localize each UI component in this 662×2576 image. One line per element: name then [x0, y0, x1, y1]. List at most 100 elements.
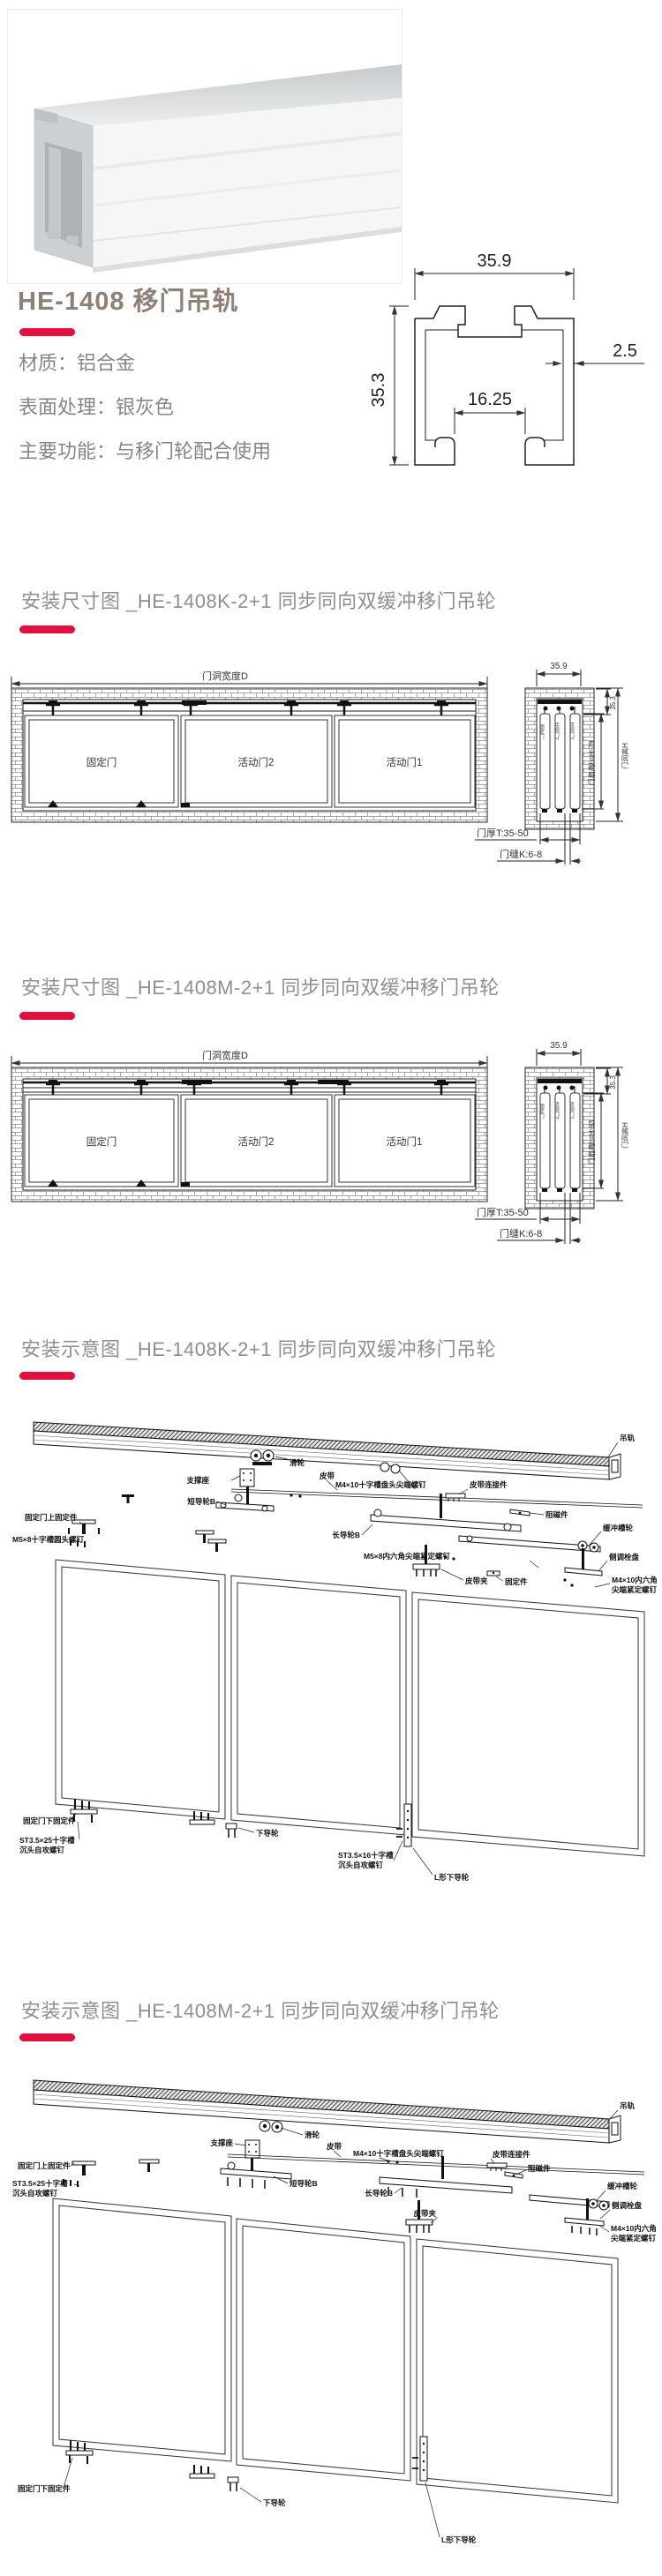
track-h-label: 35.3 [609, 1075, 617, 1090]
callout-belt-link: 皮带连接件 [469, 1480, 508, 1489]
callout-belt: 皮带 [319, 1471, 335, 1480]
callout-fixer: 固定件 [505, 1577, 528, 1586]
opening-width-label: 门洞宽度D [202, 670, 248, 682]
aluminum-track-photo [34, 64, 402, 273]
door-gap-label: 门缝K:6-8 [500, 1227, 542, 1239]
dim-slot-label: 16.25 [468, 390, 512, 409]
callout-bottom-guide: 下导轮 [263, 2498, 286, 2507]
callout-leaders [75, 1456, 611, 1588]
door-panels-3d [55, 1559, 645, 1857]
callout-buffer-pulley: 缓冲槽轮 [607, 2182, 638, 2190]
callout-support: 支撑座 [209, 2138, 233, 2147]
bottom-leaders [63, 2457, 440, 2538]
thickness-gap-dims [475, 813, 581, 865]
track-h-label: 35.3 [609, 696, 617, 710]
slab-active1-label: 活动门1 [568, 1101, 575, 1120]
opening-width-label: 门洞宽度D [202, 1049, 248, 1061]
callout-leaders [68, 2127, 611, 2233]
callout-st25-2: 沉头自攻螺钉 [19, 1846, 65, 1854]
callout-fixed-bottom: 固定门下固定件 [18, 2484, 71, 2493]
hardware-parts [63, 2120, 645, 2235]
track-beam [33, 2079, 621, 2144]
section-title-exp-k: 安装示意图 _HE-1408K-2+1 同步同向双缓冲移门吊轮 [21, 1338, 497, 1360]
door-active1-label: 活动门1 [387, 756, 423, 768]
accent-bar-2 [19, 1012, 75, 1020]
door-panels [24, 715, 476, 808]
door-height-label: 门扇高h=H-93 [587, 1120, 596, 1164]
callout-belt: 皮带 [326, 2142, 342, 2151]
callout-fixed-bottom: 固定门下固定件 [23, 1816, 76, 1825]
bottom-leaders [68, 1813, 433, 1876]
callout-belt-link: 皮带连接件 [492, 2150, 530, 2159]
install-dim-diagram-k: 门洞宽度D 固定门 活动门2 活动门1 [11, 662, 629, 865]
dim-width-label: 35.9 [478, 251, 512, 271]
callout-screw-m4x10-set-2: 尖端紧定螺钉 [611, 2234, 657, 2243]
callout-st16-1: ST3.5×16十字槽 [338, 1851, 394, 1860]
callout-screw-m5x8-set: M5×8内六角尖端紧定螺钉 [364, 1552, 450, 1561]
callout-belt-clamp: 皮带夹 [412, 2209, 436, 2218]
spec-surface-finish: 表面处理：银灰色 [19, 396, 175, 418]
track-top-face [34, 64, 402, 126]
door-thickness-label: 门厚T:35-50 [477, 1206, 529, 1218]
opening-height-label: 门洞高H [621, 743, 629, 769]
accent-bar-3 [19, 1372, 75, 1380]
section-title-dim-k: 安装尺寸图 _HE-1408K-2+1 同步同向双缓冲移门吊轮 [21, 590, 497, 612]
exploded-diagram-m: 吊轨 [12, 2079, 657, 2544]
callout-short-guide: 短导轮B [290, 2179, 318, 2188]
profile-inner-lines [425, 329, 564, 441]
callout-screw-m4x10-set-1: M4×10内六角 [611, 2224, 657, 2233]
thickness-gap-dims [475, 1193, 581, 1244]
slab-active2-label: 活动门2 [553, 1101, 560, 1120]
pocket-dims [536, 670, 623, 822]
door-height-label: 门扇高h=H-79 [587, 740, 596, 785]
callout-pulley: 滑轮 [290, 1458, 305, 1467]
hangers [46, 1080, 448, 1095]
callout-long-guide: 长导轮B [365, 2189, 393, 2198]
spec-material: 材质：铝合金 [19, 352, 136, 374]
title-accent-bar [19, 328, 75, 336]
profile-outline [414, 305, 575, 466]
opening-height-label: 门洞高H [621, 1122, 629, 1149]
callout-screw-m4x10-pan: M4×10十字槽盘头尖端螺钉 [335, 1480, 426, 1489]
door-fixed-label: 固定门 [87, 756, 117, 768]
callout-long-guide: 长导轮B [332, 1531, 360, 1539]
callout-pulley: 滑轮 [305, 2130, 320, 2139]
door-slabs [539, 707, 581, 812]
callout-support: 支撑座 [185, 1476, 209, 1485]
door-slabs [539, 1086, 581, 1192]
pocket-dims [536, 1049, 623, 1202]
accent-bar-4 [19, 2033, 75, 2041]
track-front-face [93, 98, 402, 267]
product-title: HE-1408 移门吊轨 [18, 288, 239, 316]
callout-magnet: 阻磁件 [545, 1510, 568, 1519]
callout-l-guide: L形下导轮 [434, 1873, 470, 1882]
dim-wall-label: 2.5 [613, 341, 637, 361]
install-dim-diagram-m: 门洞宽度D 固定门 活动门2 活动门1 [11, 1041, 629, 1244]
callout-track: 吊轨 [620, 1434, 636, 1442]
callout-st25-1: ST3.5×25十字槽 [12, 2179, 68, 2188]
door-panels-3d [52, 2198, 619, 2504]
callout-magnet: 阻磁件 [528, 2164, 551, 2173]
track-w-label: 35.9 [550, 662, 568, 671]
section-title-dim-m: 安装尺寸图 _HE-1408M-2+1 同步同向双缓冲移门吊轮 [21, 977, 500, 999]
slab-active1-label: 活动门1 [568, 722, 575, 740]
door-gap-label: 门缝K:6-8 [500, 848, 542, 860]
callout-fixed-top: 固定门上固定件 [18, 2161, 71, 2170]
callout-st16-2: 沉头自攻螺钉 [338, 1861, 384, 1869]
callout-screw-m4x10-pan: M4×10十字槽盘头尖端螺钉 [353, 2149, 444, 2158]
callout-belt-clamp: 皮带夹 [464, 1576, 488, 1585]
product-photo [7, 9, 402, 284]
profile-cross-section-drawing: 35.9 35.3 2.5 16.25 [369, 251, 644, 466]
bottom-guides [48, 1179, 190, 1187]
section-title-exp-m: 安装示意图 _HE-1408M-2+1 同步同向双缓冲移门吊轮 [21, 2000, 500, 2022]
callout-side-plate: 侧调栓盘 [611, 2201, 643, 2210]
slab-fixed-label: 固定门 [538, 724, 545, 740]
dim-lines [389, 268, 644, 466]
spec-main-function: 主要功能：与移门轮配合使用 [19, 440, 272, 462]
bottom-hardware [70, 1799, 412, 1847]
callout-l-guide: L形下导轮 [441, 2535, 477, 2544]
callout-st25-1: ST3.5×25十字槽 [19, 1836, 75, 1845]
slab-active2-label: 活动门2 [553, 722, 560, 740]
door-thickness-label: 门厚T:35-50 [477, 827, 529, 839]
